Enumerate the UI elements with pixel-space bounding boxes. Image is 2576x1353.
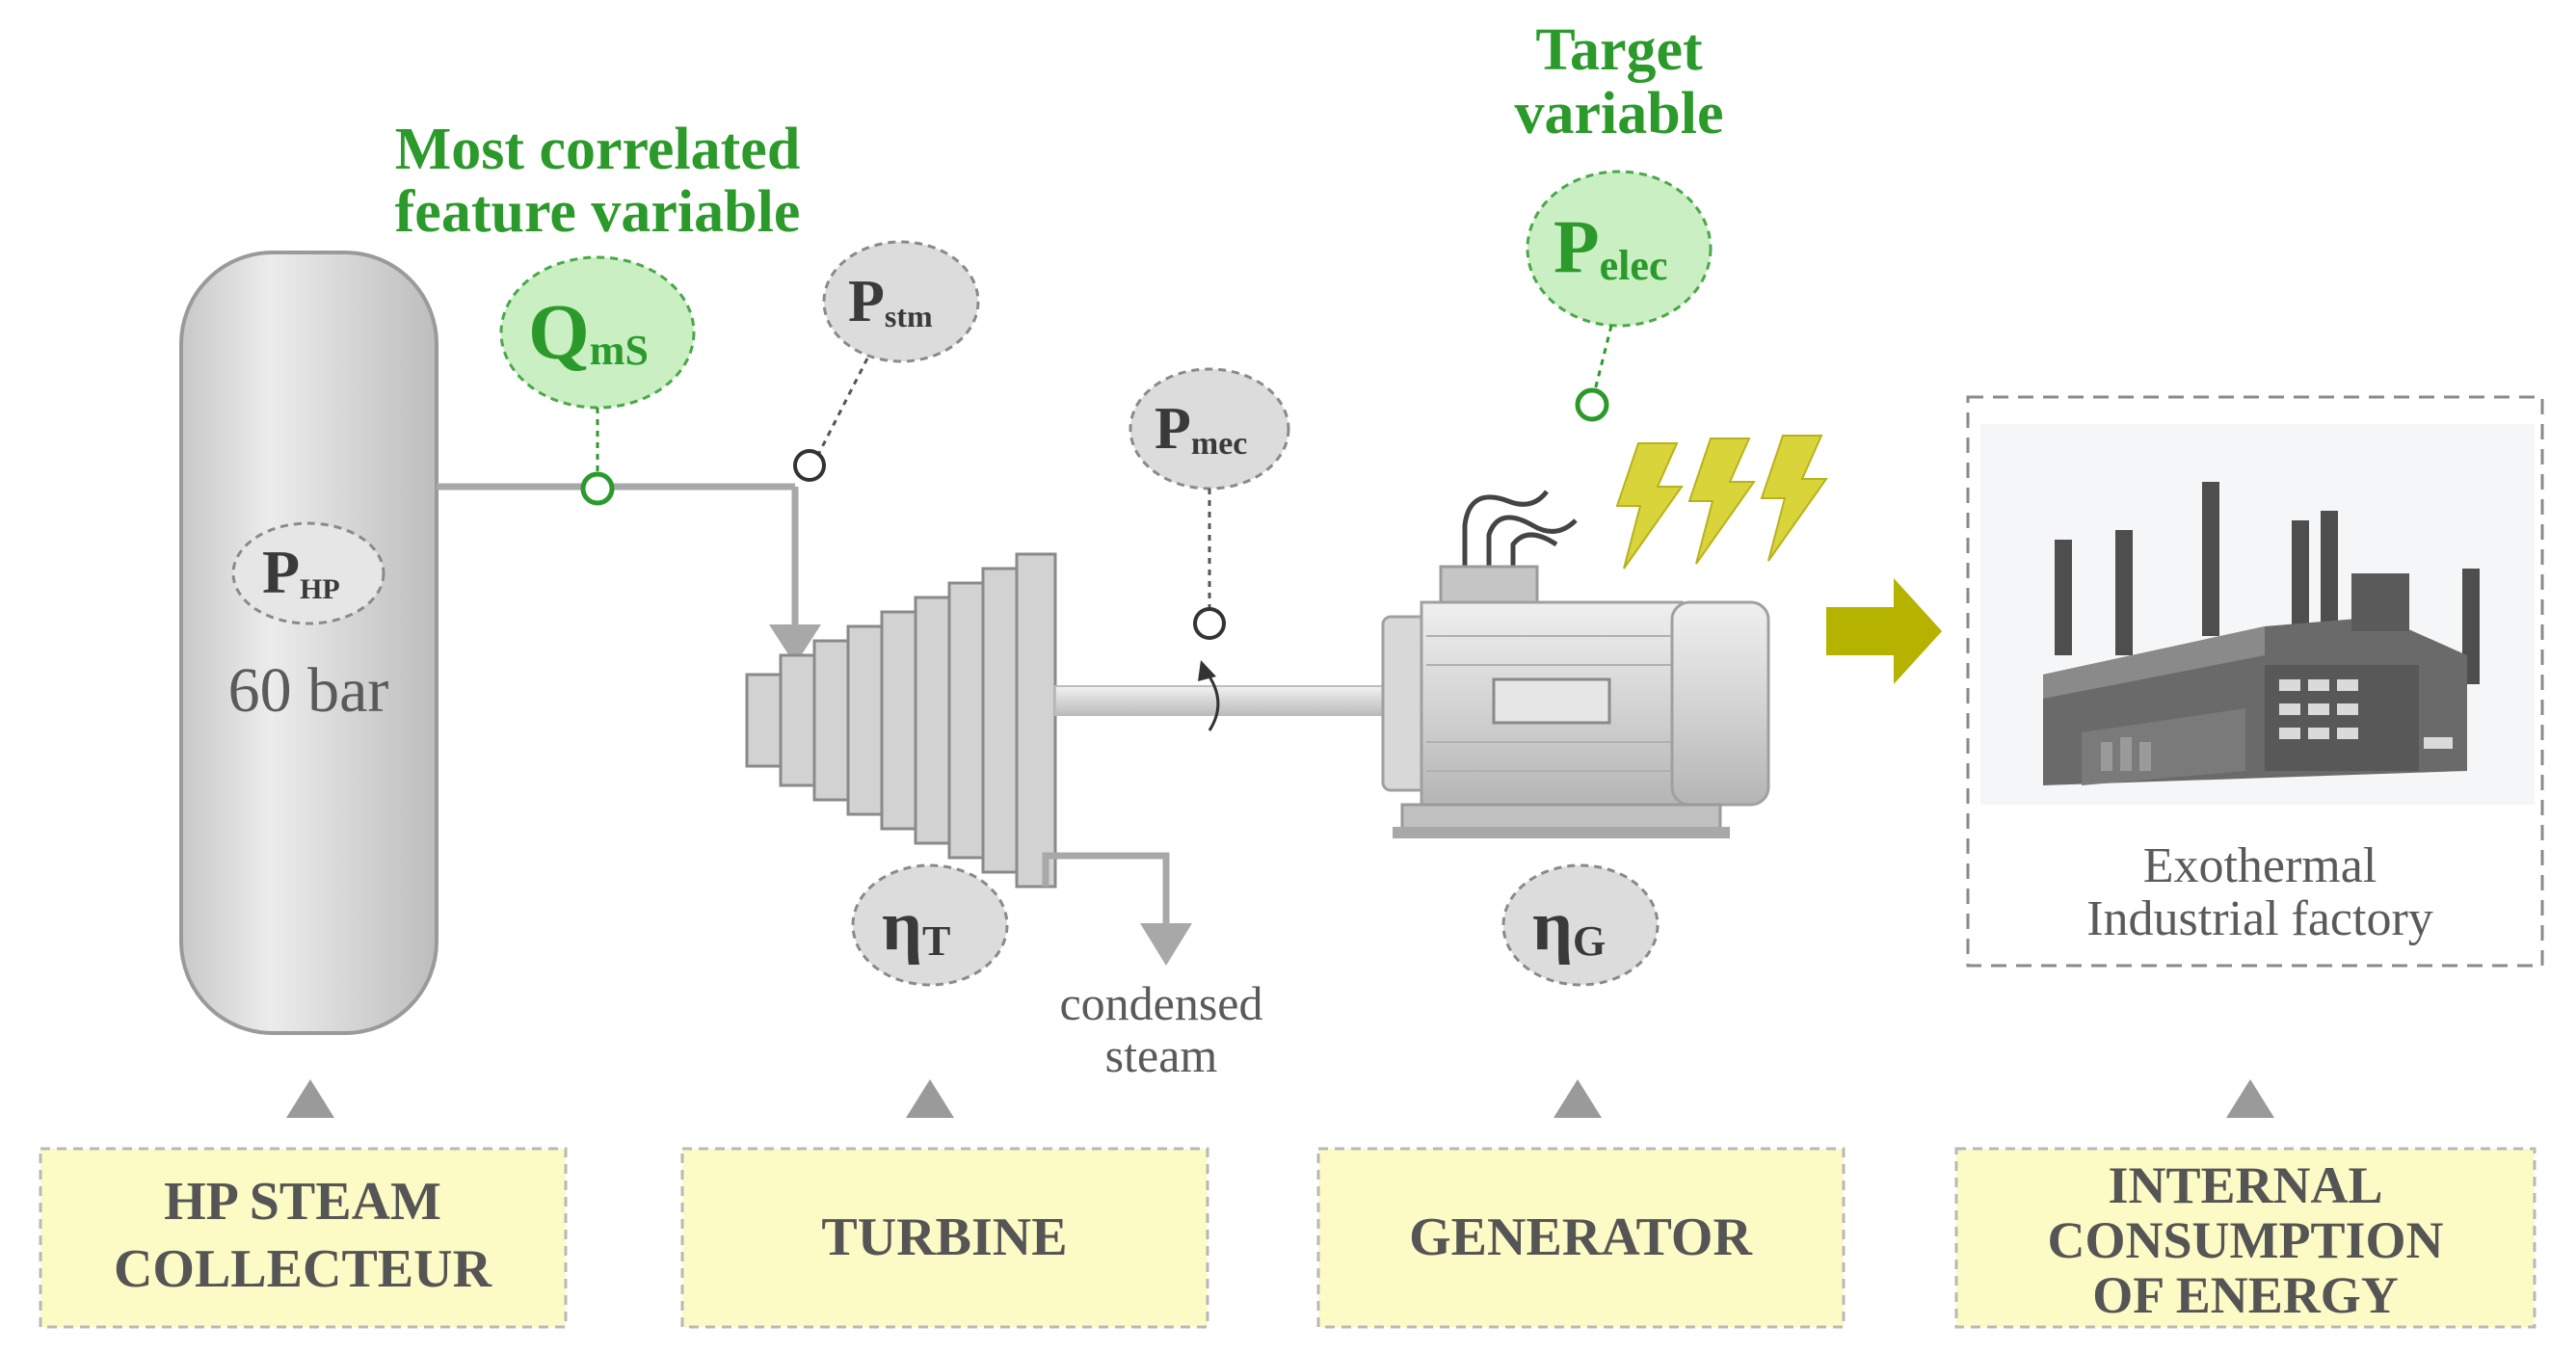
consumption-label-line1: INTERNAL [2108, 1156, 2382, 1214]
target-annotation: Target variable [1515, 17, 1724, 146]
stage-label-generator: GENERATOR [1316, 1147, 1846, 1329]
generator [1381, 490, 1770, 838]
consumption-label-line3: OF ENERGY [2092, 1266, 2399, 1324]
stage-label-hp: HP STEAM COLLECTEUR [39, 1147, 568, 1329]
turbine-label: TURBINE [821, 1207, 1067, 1267]
target-line2: variable [1515, 81, 1724, 146]
factory-line2: Industrial factory [2086, 891, 2433, 946]
energy-flow-arrow [1826, 578, 1942, 684]
target-line1: Target [1535, 17, 1703, 83]
condensed-line2: steam [1105, 1028, 1218, 1082]
qms-sensor: QmS [499, 255, 696, 506]
factory-frame [1966, 395, 2544, 968]
stage-pointers [286, 1079, 2274, 1118]
generator-label: GENERATOR [1409, 1207, 1752, 1267]
php-symbol: PHP [262, 538, 340, 606]
turbine-pointer [906, 1079, 954, 1118]
condensed-steam-label: condensed steam [1059, 976, 1262, 1082]
most-correlated-line2: feature variable [395, 179, 801, 245]
pmec-sensor-point [1193, 607, 1226, 640]
pstm-sensor-point [793, 449, 826, 482]
eta-g-sensor: ηG [1501, 863, 1660, 987]
most-correlated-line1: Most correlated [395, 117, 801, 182]
consumption-pointer [2226, 1079, 2274, 1118]
consumption-label-line2: CONSUMPTION [2047, 1211, 2443, 1269]
hp-pointer [286, 1079, 334, 1118]
pelec-bubble [1526, 170, 1713, 328]
shaft [1054, 660, 1384, 731]
eta-t-bubble [851, 863, 1009, 987]
lightning-icon [1615, 435, 1828, 570]
stage-label-consumption: INTERNAL CONSUMPTION OF ENERGY [1954, 1147, 2536, 1329]
factory: Exothermal Industrial factory [1966, 395, 2544, 968]
pmec-sensor: Pmec [1129, 367, 1290, 640]
hp-label-line1: HP STEAM [164, 1172, 441, 1232]
php-bubble [231, 521, 385, 625]
hp-label-line2: COLLECTEUR [114, 1239, 492, 1299]
condensed-line1: condensed [1059, 976, 1262, 1030]
pelec-sensor-point [1575, 387, 1609, 422]
generator-pointer [1554, 1079, 1602, 1118]
pstm-sensor: Pstm [793, 240, 980, 482]
turbine [745, 552, 1192, 966]
eta-t-symbol: ηT [882, 887, 950, 966]
factory-line1: Exothermal [2143, 838, 2377, 893]
nameplate [1492, 677, 1611, 725]
tank-pressure: 60 bar [228, 655, 389, 726]
pmec-symbol: Pmec [1155, 396, 1247, 462]
eta-g-symbol: ηG [1532, 887, 1606, 966]
eta-g-bubble [1501, 863, 1660, 987]
pstm-bubble [822, 240, 980, 363]
most-correlated-annotation: Most correlated feature variable [395, 117, 801, 245]
pstm-symbol: Pstm [848, 269, 933, 334]
eta-t-sensor: ηT [851, 863, 1009, 987]
steam-pipe [437, 483, 821, 665]
stage-label-turbine: TURBINE [680, 1147, 1209, 1329]
qms-symbol: QmS [528, 288, 649, 376]
hp-steam-tank: PHP 60 bar [179, 251, 438, 1035]
pelec-symbol: Pelec [1554, 204, 1667, 289]
tank-body [179, 251, 438, 1035]
pelec-sensor: Pelec [1526, 170, 1713, 422]
qms-sensor-point [580, 471, 615, 506]
condensed-steam-arrow [1140, 923, 1192, 966]
pipe-inlet-arrow [769, 624, 821, 665]
